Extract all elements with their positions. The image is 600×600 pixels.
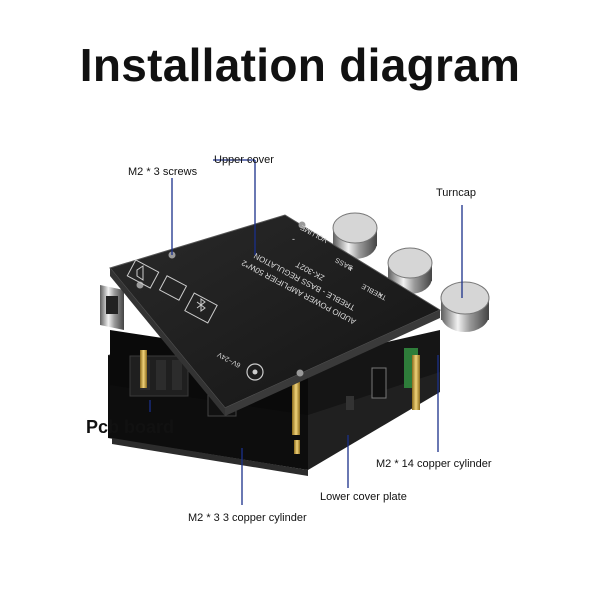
treble-knob (440, 281, 490, 332)
screw (296, 369, 304, 377)
page-title: Installation diagram (79, 39, 521, 91)
dc-jack-icon (246, 363, 264, 381)
bass-plus: + (348, 264, 353, 274)
label-copper-14: M2 * 14 copper cylinder (376, 458, 492, 470)
volume-minus: - (292, 234, 295, 244)
label-screws: M2 * 3 screws (128, 166, 198, 178)
label-turncap: Turncap (436, 187, 476, 199)
bass-knob (387, 247, 433, 294)
treble-plus: + (378, 290, 383, 300)
label-upper-cover: Upper cover (214, 154, 274, 166)
label-copper-33: M2 * 3 3 copper cylinder (188, 512, 307, 524)
upper-cover: AUDIO POWER AMPLIFIER 50W*2 TREBLE - BAS… (109, 214, 442, 416)
usb-port (100, 285, 124, 330)
bluetooth-icon (184, 292, 218, 324)
label-pcb-board: Pcb board (86, 417, 175, 437)
copper-cylinders (140, 350, 420, 454)
speaker-icon (126, 259, 160, 289)
leader-lines (149, 159, 463, 505)
usb-icon (158, 275, 188, 301)
screw (298, 221, 306, 229)
label-lower-cover: Lower cover plate (320, 491, 407, 503)
